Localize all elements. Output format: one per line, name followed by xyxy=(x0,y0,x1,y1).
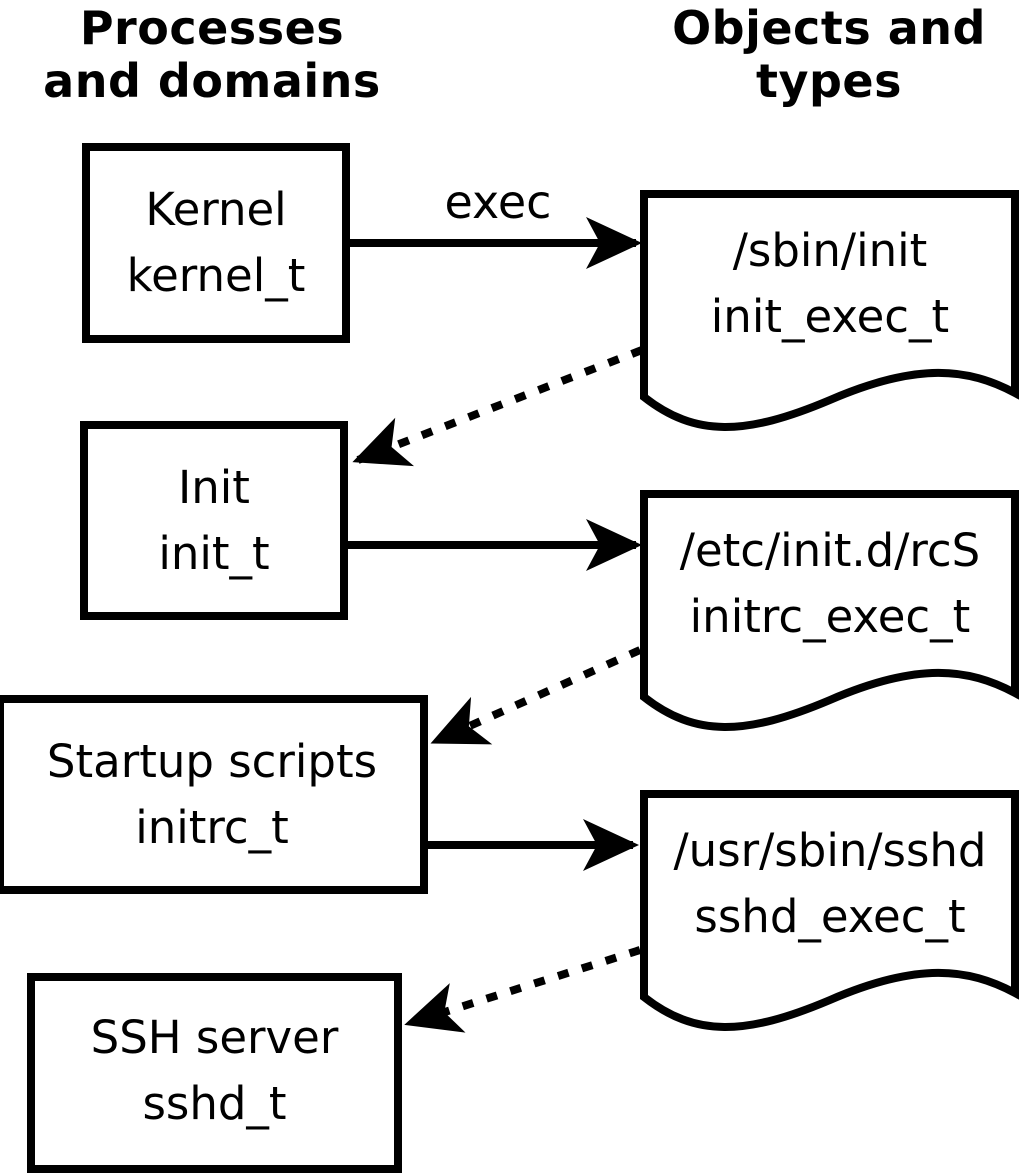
process-label-kernel: Kernel kernel_t xyxy=(82,143,350,343)
process-box-ssh-server xyxy=(27,973,402,1173)
object-label-sbin-init: /sbin/init init_exec_t xyxy=(644,194,1016,374)
object-type: init_exec_t xyxy=(710,290,950,343)
process-type: sshd_t xyxy=(142,1077,287,1130)
object-label-usr-sbin-sshd: /usr/sbin/sshd sshd_exec_t xyxy=(644,794,1016,974)
column-title-objects: Objects and types xyxy=(645,2,1013,108)
object-path: /usr/sbin/sshd xyxy=(673,824,987,877)
transition-arrow-sshd-to-ssh-server xyxy=(404,946,642,1033)
exec-arrow-label: exec xyxy=(444,175,552,229)
process-type: init_t xyxy=(158,526,270,580)
process-name: Kernel xyxy=(145,183,287,236)
process-name: SSH server xyxy=(90,1011,339,1064)
column-title-processes-line2: and domains xyxy=(43,54,381,108)
column-title-objects-line1: Objects and xyxy=(672,1,986,55)
column-title-processes-line1: Processes xyxy=(79,1,345,55)
object-label-etc-initd-rcs: /etc/init.d/rcS initrc_exec_t xyxy=(644,494,1016,674)
object-doc-usr-sbin-sshd xyxy=(640,790,1019,1031)
process-type: kernel_t xyxy=(126,249,306,302)
object-type: sshd_exec_t xyxy=(694,890,966,943)
process-name: Init xyxy=(178,460,250,514)
transition-arrow-rcs-to-startup xyxy=(430,646,642,745)
process-box-kernel xyxy=(82,143,350,343)
process-box-init xyxy=(80,421,348,620)
process-type: initrc_t xyxy=(135,800,289,854)
process-label-startup-scripts: Startup scripts initrc_t xyxy=(0,695,428,894)
column-title-processes: Processes and domains xyxy=(28,2,396,108)
object-doc-sbin-init xyxy=(640,190,1019,431)
process-label-init: Init init_t xyxy=(80,421,348,620)
process-box-startup-scripts xyxy=(0,695,428,894)
process-label-ssh-server: SSH server sshd_t xyxy=(27,973,402,1169)
column-title-objects-line2: types xyxy=(756,54,902,108)
process-name: Startup scripts xyxy=(46,734,378,788)
object-path: /etc/init.d/rcS xyxy=(679,524,981,577)
object-path: /sbin/init xyxy=(732,224,928,277)
object-doc-etc-initd-rcs xyxy=(640,490,1019,731)
object-type: initrc_exec_t xyxy=(689,590,971,643)
transition-arrow-sbin-init-to-init xyxy=(352,346,644,467)
